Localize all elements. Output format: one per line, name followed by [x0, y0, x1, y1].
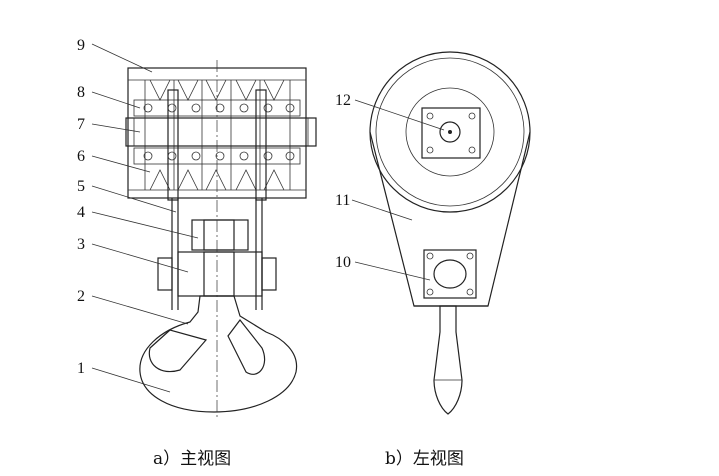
label-12: 12 — [335, 92, 351, 109]
hook-nut — [191, 219, 249, 251]
label-8: 8 — [77, 84, 85, 101]
shaft-plate — [421, 107, 481, 159]
side-view: 12 11 10 — [335, 51, 531, 415]
label-11: 11 — [335, 192, 350, 209]
pulley-sheaves — [144, 79, 291, 191]
label-2: 2 — [77, 288, 85, 305]
hook-body — [139, 295, 298, 413]
front-view: 9 8 7 6 5 4 3 2 1 — [77, 37, 317, 418]
side-leaders — [351, 99, 445, 281]
label-1: 1 — [77, 360, 85, 377]
side-plate-right — [255, 89, 267, 201]
hook-shank — [433, 305, 463, 415]
caption-front-view: a）主视图 — [153, 449, 231, 469]
crossbeam — [177, 251, 263, 297]
crossbeam-plate — [423, 249, 477, 299]
side-plate-left — [167, 89, 179, 201]
caption-side-view: b）左视图 — [385, 449, 464, 469]
label-4: 4 — [77, 204, 85, 221]
pulley-shaft — [125, 117, 317, 147]
label-7: 7 — [77, 116, 85, 133]
front-leaders — [91, 43, 199, 393]
label-3: 3 — [77, 236, 85, 253]
label-5: 5 — [77, 178, 85, 195]
label-10: 10 — [335, 254, 351, 271]
label-9: 9 — [77, 37, 85, 54]
label-6: 6 — [77, 148, 85, 165]
